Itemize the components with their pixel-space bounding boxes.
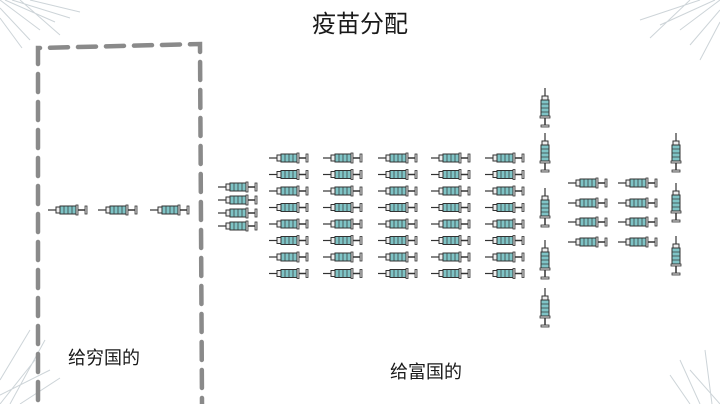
syringe-icon (268, 267, 309, 280)
syringe-icon (217, 194, 258, 206)
poor-label: 给穷国的 (68, 348, 140, 369)
syringe-icon (430, 152, 471, 164)
syringe-icon (484, 168, 525, 181)
syringe-icon (377, 218, 418, 230)
syringe-icon (539, 132, 551, 173)
syringe-icon (377, 152, 418, 164)
syringe-icon (322, 168, 363, 181)
syringe-icon (322, 218, 363, 230)
syringe-icon (484, 218, 525, 230)
syringe-icon (217, 181, 258, 193)
syringe-icon (322, 267, 363, 280)
syringe-icon (484, 185, 525, 197)
syringe-icon (617, 236, 658, 248)
syringe-icon (617, 177, 658, 189)
syringe-icon (567, 177, 608, 189)
syringe-icon (268, 152, 309, 164)
syringe-icon (484, 201, 525, 214)
syringe-icon (268, 185, 309, 197)
syringe-icon (567, 197, 608, 209)
syringe-icon (377, 234, 418, 247)
syringe-icon (430, 267, 471, 280)
syringe-icon (268, 251, 309, 263)
syringe-icon (484, 234, 525, 247)
syringe-icon (322, 152, 363, 164)
syringe-icon (268, 218, 309, 230)
syringe-icon (430, 201, 471, 214)
rich-syringes (217, 87, 682, 328)
syringe-icon (617, 197, 658, 209)
syringe-icon (430, 185, 471, 197)
syringe-icon (670, 132, 682, 173)
syringe-icon (322, 234, 363, 247)
syringe-icon (217, 220, 258, 232)
syringe-icon (377, 168, 418, 181)
syringe-icon (322, 185, 363, 197)
syringe-icon (484, 152, 525, 164)
syringe-icon (217, 207, 258, 219)
rich-label: 给富国的 (390, 362, 462, 383)
syringe-icon (377, 201, 418, 214)
syringe-icon (149, 204, 190, 216)
syringe-icon (47, 204, 88, 216)
syringe-icon (268, 201, 309, 214)
syringe-icon (430, 218, 471, 230)
syringe-icon (539, 287, 551, 328)
syringe-icon (430, 234, 471, 247)
syringe-icon (322, 251, 363, 263)
syringe-icon (484, 251, 525, 263)
syringe-icon (617, 216, 658, 228)
syringe-icon (567, 216, 608, 228)
syringe-icon (670, 182, 682, 223)
page-title: 疫苗分配 (312, 10, 408, 38)
syringe-icon (322, 201, 363, 214)
syringe-icon (268, 234, 309, 247)
syringe-icon (539, 239, 551, 280)
syringe-icon (539, 187, 551, 228)
syringe-icon (539, 87, 551, 128)
syringe-icon (484, 267, 525, 280)
syringe-icon (377, 267, 418, 280)
poor-syringes (47, 204, 190, 216)
syringe-icon (430, 251, 471, 263)
syringe-icon (670, 235, 682, 276)
syringe-icon (97, 204, 138, 216)
syringe-icon (377, 185, 418, 197)
poor-country-frame (35, 41, 205, 404)
syringe-icon (567, 236, 608, 248)
syringe-icon (268, 168, 309, 181)
syringe-icon (430, 168, 471, 181)
syringe-icon (377, 251, 418, 263)
